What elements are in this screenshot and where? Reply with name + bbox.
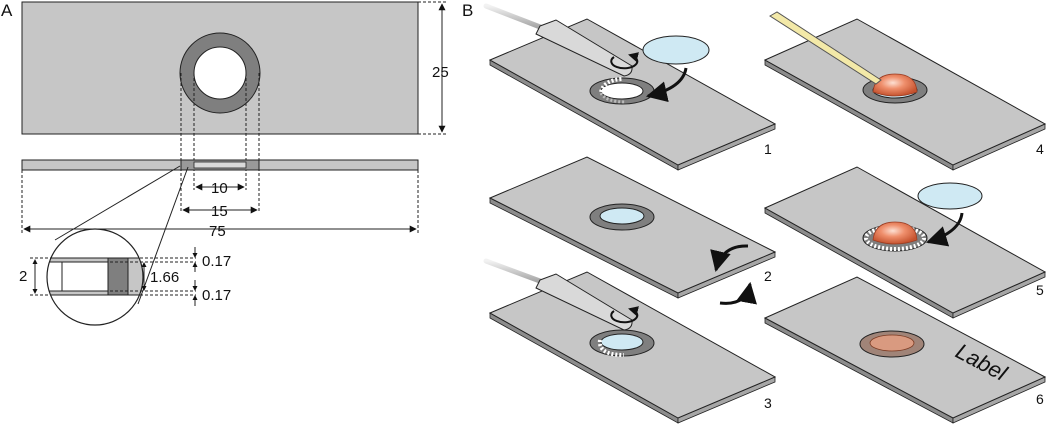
step-5: 5	[763, 166, 1047, 319]
step-3-glue	[597, 339, 625, 357]
inner-thickness-label: 1.66	[150, 269, 179, 286]
step-1-drop-arrow	[645, 67, 688, 103]
step-2-number: 2	[764, 268, 772, 284]
step-6: Label 6	[763, 276, 1047, 424]
step-5-glue-ring	[864, 225, 926, 251]
step-2-coverslip	[599, 207, 645, 225]
step-1: 1	[483, 3, 777, 171]
height-label: 25	[432, 64, 449, 81]
step-1-coverslip	[642, 35, 710, 65]
zoom-detail	[46, 228, 144, 326]
hole-side-view	[193, 161, 247, 169]
top-layer-label: 0.17	[202, 253, 231, 270]
step-3: 3	[483, 258, 777, 424]
zoom-dimension-guides	[30, 257, 196, 296]
panel-b: B 1 2	[462, 1, 1047, 424]
bottom-layer-label: 0.17	[202, 287, 231, 304]
step-5-drop-arrow	[925, 212, 964, 247]
step-3-rotation-arrow	[610, 306, 640, 324]
step-4-number: 4	[1036, 141, 1044, 157]
step-5-number: 5	[1036, 282, 1044, 298]
step-4: 4	[763, 11, 1047, 171]
step-2: 2	[488, 156, 777, 305]
panel-a: A 25 10 15 75	[1, 1, 449, 326]
step-3-applicator-rod	[483, 258, 551, 287]
step-1-number: 1	[764, 141, 772, 157]
step-5-coverslip	[917, 182, 983, 210]
step-4-pipette	[769, 11, 882, 85]
panel-a-letter: A	[1, 1, 13, 20]
step-6-mounted-specimen	[869, 334, 915, 352]
step-2-flip-arrow-top	[710, 244, 749, 273]
inner-diameter-label: 10	[211, 180, 228, 197]
step-1-glue-edge	[599, 92, 627, 104]
panel-b-letter: B	[462, 1, 473, 20]
step-2-flip-arrow-bottom	[719, 281, 757, 305]
step-1-rotation-arrow	[610, 52, 640, 70]
step-1-glue	[599, 77, 623, 93]
outer-diameter-label: 15	[211, 203, 228, 220]
step-6-number: 6	[1036, 391, 1044, 407]
thickness-label: 2	[19, 268, 27, 285]
step-3-coverslip	[600, 333, 644, 351]
hole-top-view	[193, 46, 247, 100]
step-3-number: 3	[764, 395, 772, 411]
step-1-applicator-rod	[483, 3, 551, 33]
length-label: 75	[209, 223, 226, 240]
step-5-specimen-drop	[872, 221, 918, 245]
zoom-line-left	[54, 165, 181, 241]
